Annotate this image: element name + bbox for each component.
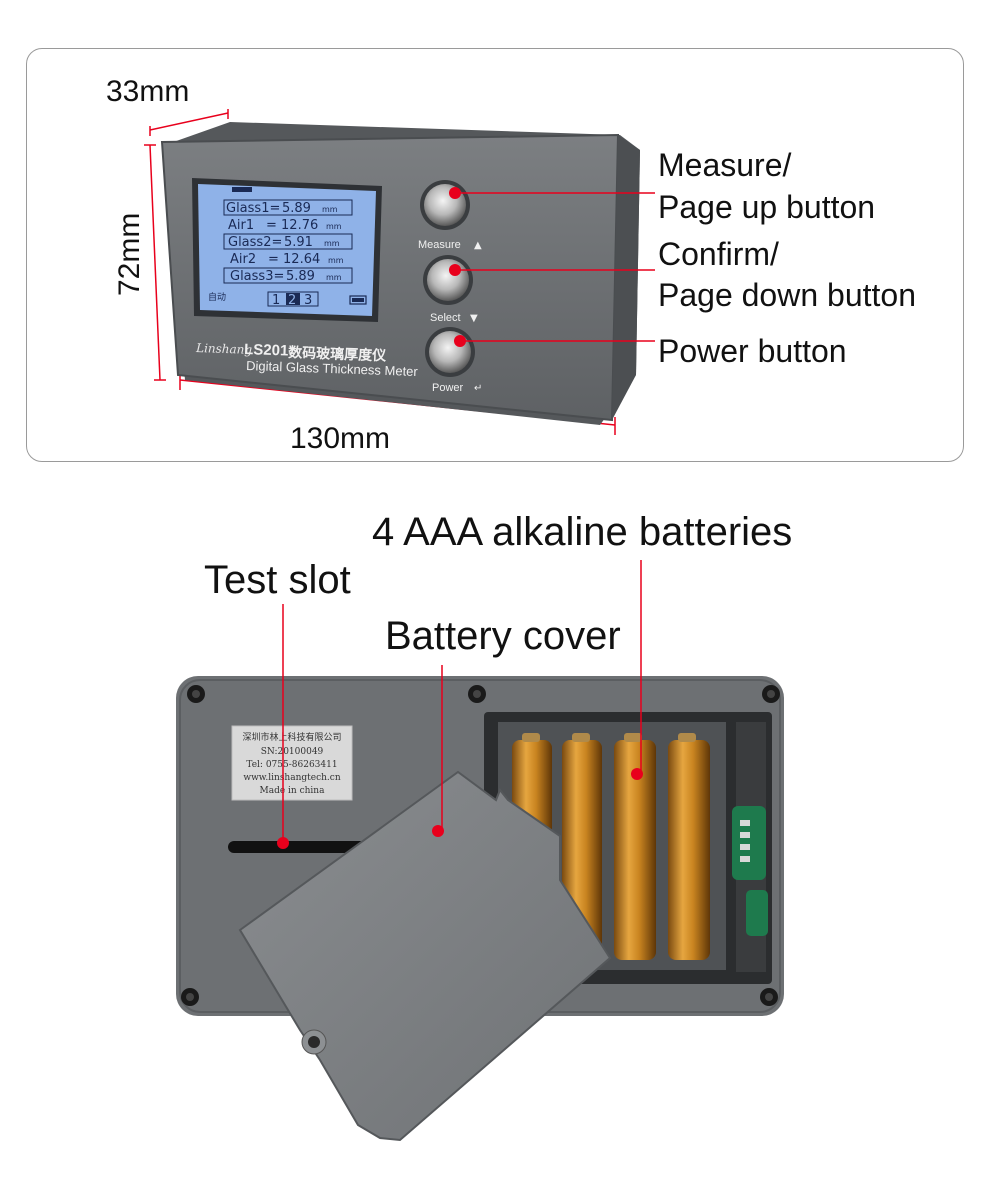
enter-icon: ↵ — [474, 383, 482, 394]
power-callout: Power button — [658, 333, 847, 369]
lcd-row-1-value: 5.89 — [282, 201, 311, 216]
battery-cover[interactable] — [238, 770, 612, 1142]
callout-markers — [449, 187, 466, 347]
lcd-row-4-label: Air2 — [230, 252, 256, 267]
lcd-page-1: 1 — [272, 293, 280, 308]
up-arrow-icon: ▲ — [474, 240, 482, 251]
height-dimension-label: 72mm — [113, 212, 146, 296]
lcd-row-2-label: Air1 — [228, 218, 254, 233]
battery-cover-callout: Battery cover — [385, 614, 621, 658]
lcd-row-1-label: Glass1= — [226, 201, 280, 216]
lcd-row-4-unit: mm — [328, 256, 344, 265]
power-button-caption: Power — [432, 382, 464, 394]
lcd-row-5-value: 5.89 — [286, 269, 315, 284]
lcd-screen: Glass1= 5.89 mm Air1 = 12.76 mm Glass2= … — [192, 178, 382, 322]
measure-button-caption: Measure — [418, 239, 461, 251]
label-origin: Made in china — [260, 786, 326, 796]
down-arrow-icon: ▼ — [470, 313, 478, 324]
measure-callout-line1: Measure/ — [658, 147, 792, 183]
confirm-callout-line2: Page down button — [658, 277, 916, 313]
lcd-row-2-value: = 12.76 — [266, 218, 318, 233]
device-branding: Linshang LS201 数码玻璃厚度仪 Digital Glass Thi… — [195, 341, 419, 379]
lcd-page-2: 2 — [288, 293, 296, 308]
batteries-callout: 4 AAA alkaline batteries — [372, 510, 793, 554]
bottom-callouts — [282, 560, 642, 840]
label-website: www.linshangtech.cn — [243, 773, 340, 783]
lcd-row-3-label: Glass2= — [228, 235, 282, 250]
lcd-mode: 自动 — [208, 291, 226, 303]
lcd-row-3-unit: mm — [324, 239, 340, 248]
label-phone: Tel: 0755-86263411 — [246, 760, 337, 770]
label-company: 深圳市林上科技有限公司 — [242, 731, 341, 743]
lcd-row-2-unit: mm — [326, 222, 342, 231]
lcd-row-3-value: 5.91 — [284, 235, 313, 250]
test-slot-callout: Test slot — [204, 558, 351, 602]
measure-callout-line2: Page up button — [658, 189, 876, 225]
model-name-cn: 数码玻璃厚度仪 — [288, 344, 388, 364]
depth-dimension-label: 33mm — [106, 75, 190, 108]
lcd-row-5-unit: mm — [326, 273, 342, 282]
test-slot — [228, 841, 368, 853]
lcd-row-4-value: = 12.64 — [268, 252, 320, 267]
model-number: LS201 — [244, 341, 289, 360]
lcd-page-3: 3 — [304, 293, 312, 308]
confirm-callout-line1: Confirm/ — [658, 236, 779, 272]
top-callouts — [455, 192, 655, 342]
serial-label-plate: 深圳市林上科技有限公司 SN:20100049 Tel: 0755-862634… — [231, 725, 353, 801]
lcd-row-5-label: Glass3= — [230, 269, 284, 284]
label-serial: SN:20100049 — [261, 747, 324, 757]
width-dimension-label: 130mm — [290, 422, 391, 455]
bottom-callout-markers — [277, 768, 643, 849]
brand-logo: Linshang — [195, 341, 253, 357]
model-name-en: Digital Glass Thickness Meter — [246, 358, 419, 379]
select-button-caption: Select — [430, 312, 461, 324]
lcd-row-1-unit: mm — [322, 205, 338, 214]
